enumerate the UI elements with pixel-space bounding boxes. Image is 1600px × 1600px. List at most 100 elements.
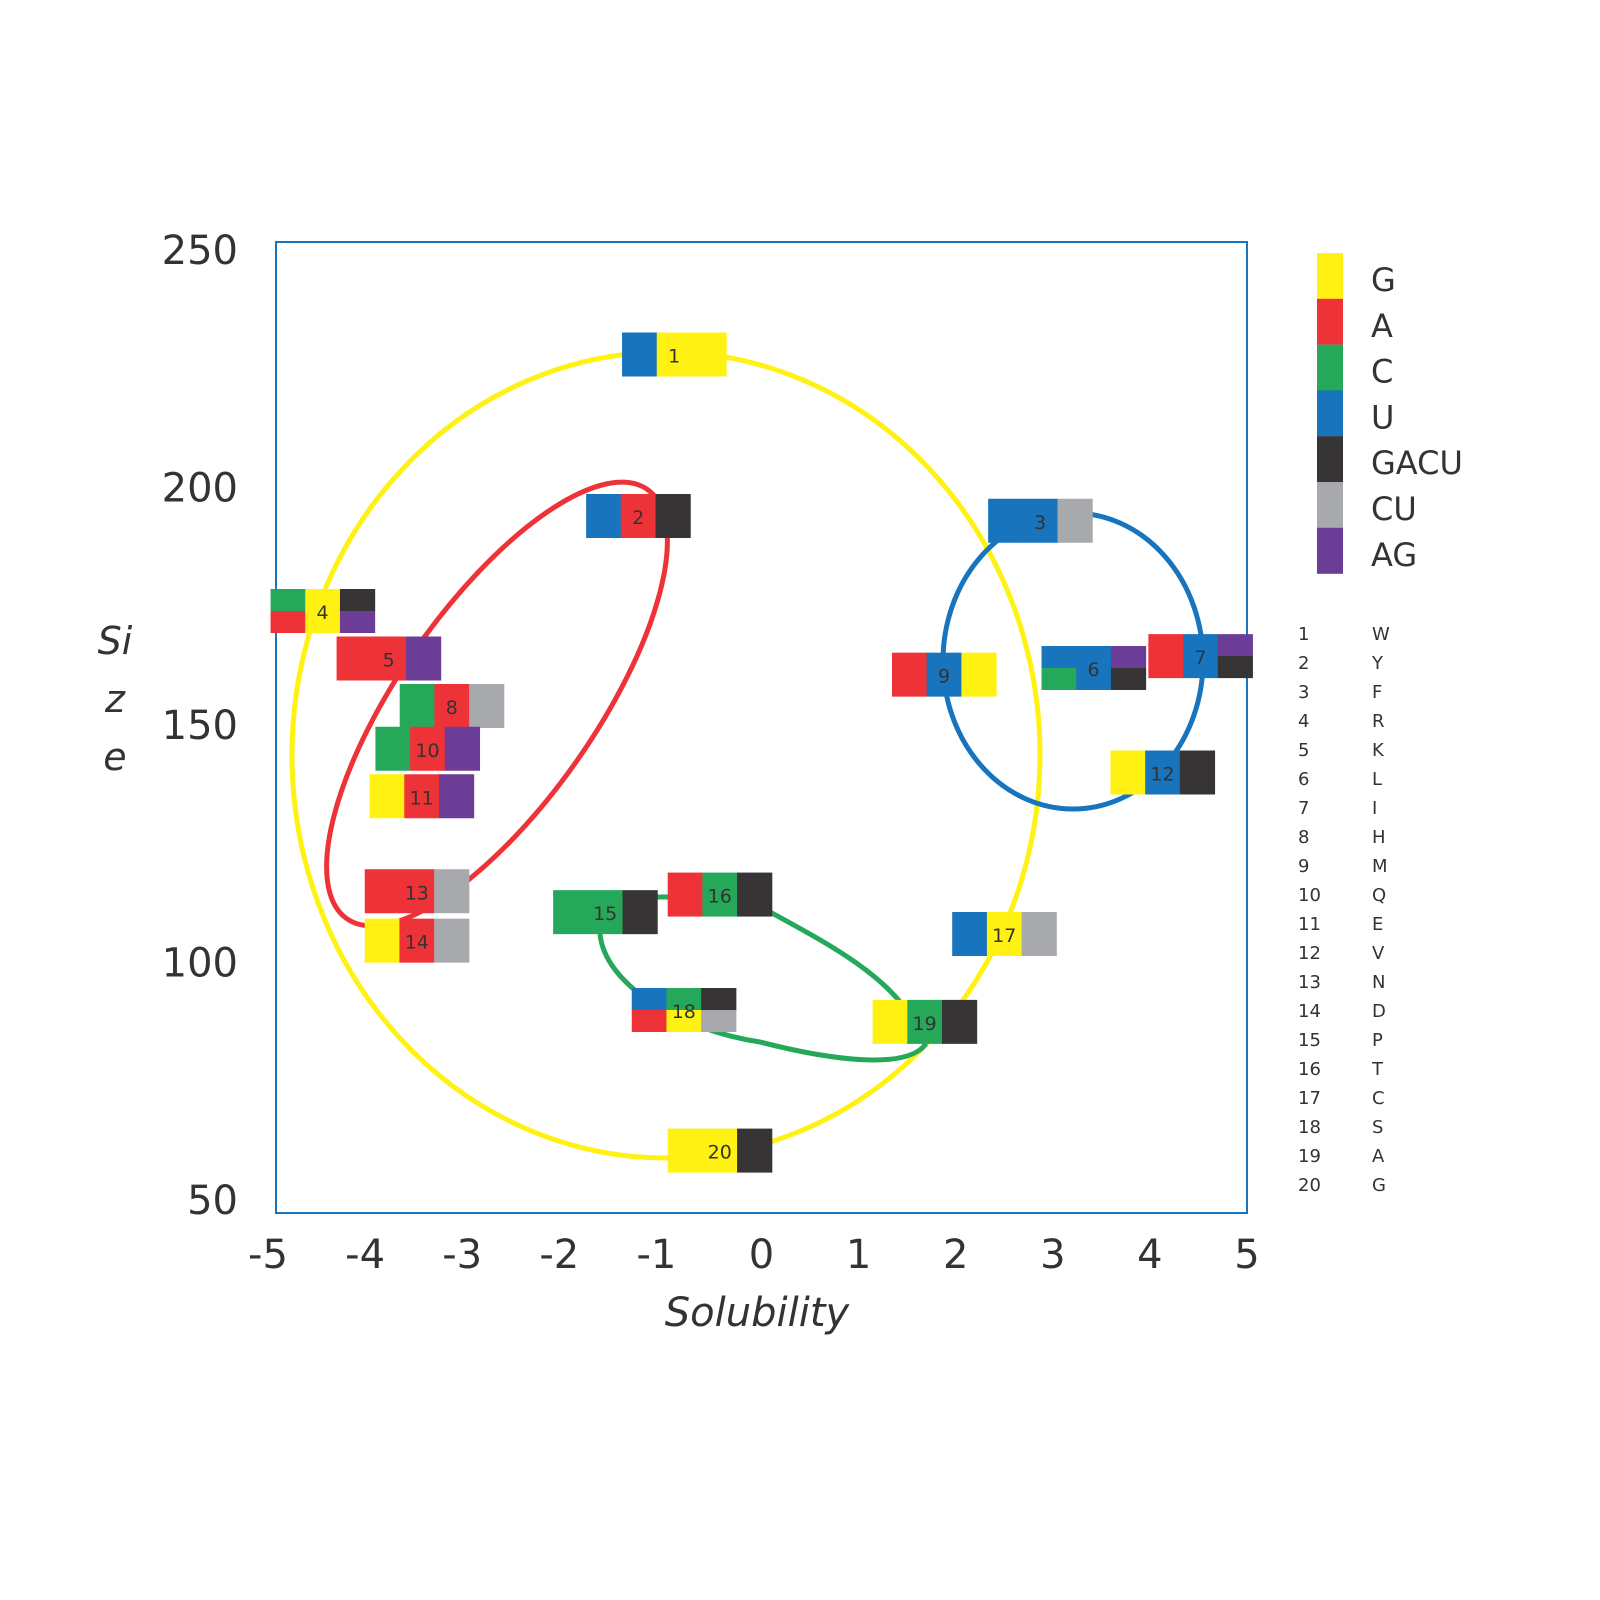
codon-glyph-3: 3 (988, 498, 1093, 543)
codon-glyph-11: 11 (369, 774, 475, 819)
key-amino-acid: N (1372, 972, 1385, 993)
point-label: 17 (992, 925, 1016, 947)
point-label: 3 (1034, 512, 1046, 534)
x-tick-label: 2 (943, 1232, 968, 1278)
legend-swatch (1317, 436, 1343, 483)
legend-swatch (1317, 527, 1343, 574)
x-tick-label: 0 (749, 1232, 774, 1278)
codon-block (405, 636, 442, 681)
codon-block (587, 890, 624, 935)
key-amino-acid: G (1372, 1175, 1386, 1196)
codon-block (399, 918, 435, 963)
key-number: 4 (1298, 711, 1309, 732)
codon-glyph-14: 14 (364, 918, 470, 963)
codon-glyph-6: 6 (1041, 646, 1147, 690)
x-tick-label: -5 (248, 1232, 288, 1278)
codon-block (469, 684, 505, 728)
codon-block (439, 774, 475, 819)
x-tick-label: 5 (1234, 1232, 1259, 1278)
codon-block (622, 890, 658, 935)
codon-block (434, 918, 470, 963)
point-label: 16 (708, 886, 732, 908)
key-number: 3 (1298, 682, 1309, 703)
codon-block (399, 869, 435, 914)
codon-block (631, 1010, 667, 1032)
legend-label: G (1371, 261, 1396, 299)
key-amino-acid: C (1372, 1088, 1385, 1109)
y-tick-label: 250 (162, 228, 238, 274)
legend-label: C (1371, 353, 1393, 391)
codon-block (364, 918, 400, 963)
key-amino-acid: Q (1372, 885, 1386, 906)
key-number: 7 (1298, 798, 1309, 819)
codon-block (737, 872, 773, 917)
codon-block (737, 1128, 773, 1173)
codon-glyph-19: 19 (872, 999, 978, 1044)
codon-block (336, 636, 372, 681)
codon-block (667, 872, 703, 917)
key-amino-acid: Y (1371, 653, 1384, 674)
key-number: 12 (1298, 943, 1321, 964)
codon-block (872, 999, 908, 1044)
legend-label: U (1371, 398, 1394, 436)
codon-glyph-20: 20 (667, 1128, 773, 1173)
codon-block (891, 652, 928, 697)
key-number: 2 (1298, 653, 1309, 674)
codon-block (1179, 750, 1216, 795)
codon-glyph-15: 15 (553, 890, 658, 935)
point-label: 7 (1194, 647, 1206, 669)
codon-block (1041, 668, 1077, 690)
codon-glyph-16: 16 (667, 872, 773, 917)
key-number: 13 (1298, 972, 1321, 993)
legend-label: A (1371, 307, 1393, 345)
codon-block (369, 774, 405, 819)
codon-block (1110, 646, 1147, 669)
codon-block (399, 684, 435, 728)
point-label: 18 (672, 1001, 696, 1023)
codon-block (986, 912, 1023, 956)
codon-block (553, 890, 589, 935)
codon-block (1148, 634, 1184, 679)
key-amino-acid: L (1372, 769, 1382, 790)
key-number: 16 (1298, 1059, 1321, 1080)
codon-block (631, 988, 667, 1011)
codon-block (620, 494, 657, 538)
codon-block (941, 999, 978, 1044)
codon-glyph-1: 1 (622, 332, 727, 377)
key-amino-acid: S (1372, 1117, 1383, 1138)
codon-block (702, 872, 738, 917)
key-amino-acid: R (1372, 711, 1385, 732)
codon-block (410, 726, 446, 771)
codon-block (375, 726, 411, 771)
key-number: 1 (1298, 624, 1309, 645)
codon-block (1145, 750, 1181, 795)
y-tick-label: 150 (162, 703, 238, 749)
codon-glyph-17: 17 (952, 912, 1057, 956)
codon-glyph-13: 13 (364, 869, 470, 914)
key-number: 6 (1298, 769, 1309, 790)
codon-block (701, 1010, 737, 1032)
codon-block (655, 494, 691, 538)
codon-block (907, 999, 943, 1044)
codon-block (364, 869, 400, 914)
point-label: 12 (1150, 764, 1174, 786)
codon-block (952, 912, 988, 956)
key-number: 10 (1298, 885, 1321, 906)
codon-glyph-4: 4 (270, 589, 376, 633)
legend-swatch (1317, 253, 1343, 299)
codon-block (961, 652, 997, 697)
point-label: 8 (446, 697, 458, 719)
x-tick-label: -4 (345, 1232, 385, 1278)
x-tick-label: 1 (846, 1232, 871, 1278)
codon-block (434, 869, 470, 914)
point-label: 4 (317, 602, 329, 624)
codon-block (1217, 634, 1253, 657)
key-amino-acid: H (1372, 827, 1386, 848)
codon-block (1110, 750, 1146, 795)
codon-block (691, 332, 727, 377)
point-label: 9 (938, 666, 950, 688)
codon-glyph-7: 7 (1148, 634, 1253, 679)
